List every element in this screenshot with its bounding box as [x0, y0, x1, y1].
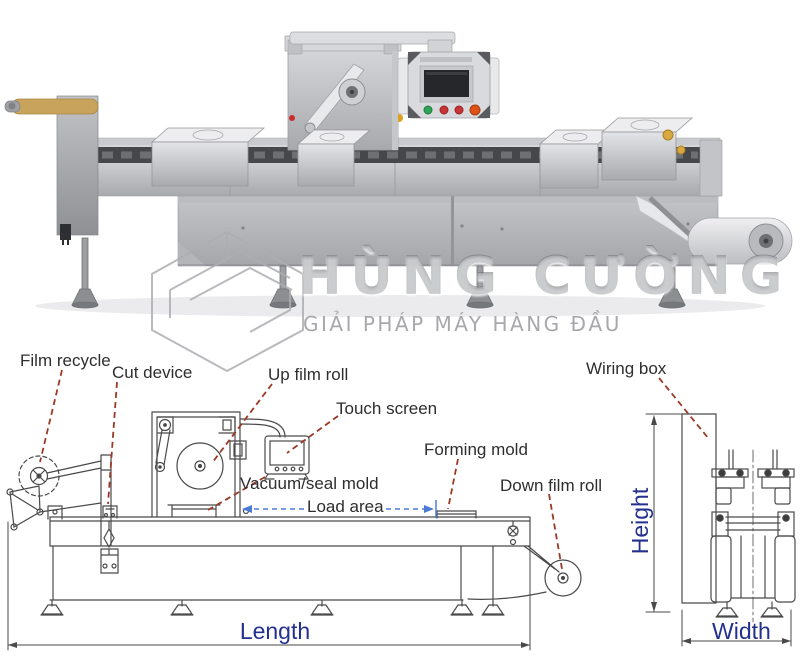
load-area-arrows	[242, 500, 437, 518]
leader-lines	[39, 369, 710, 570]
front-view-drawing	[681, 413, 796, 623]
dimension-height: Height	[627, 487, 653, 555]
down-film-roll-drawing	[467, 520, 582, 600]
touch-screen-drawing	[239, 418, 310, 480]
label-film-recycle: Film recycle	[20, 351, 111, 370]
leader-cut-device	[107, 381, 118, 505]
brand-watermark: HÙNG CƯỜNG	[298, 247, 792, 307]
label-touch-screen: Touch screen	[336, 399, 438, 418]
dimension-length: Length	[239, 618, 311, 644]
dimension-width: Width	[712, 618, 771, 644]
dimension-lines	[7, 413, 792, 651]
label-forming-mold: Forming mold	[424, 440, 528, 459]
orange-button[interactable]	[469, 104, 481, 116]
red-indicator	[289, 115, 295, 121]
brass-roller	[11, 98, 99, 115]
control-panel	[289, 31, 500, 119]
film-recycle-drawing	[6, 454, 112, 546]
side-view-feet	[40, 599, 505, 616]
green-button[interactable]	[423, 105, 433, 115]
left-wing	[4, 95, 99, 245]
label-load-area: Load area	[307, 497, 384, 516]
leader-forming-mold	[447, 458, 459, 510]
technical-drawing	[6, 411, 796, 651]
label-vacuum-seal-mold: Vacuum/seal mold	[240, 474, 379, 493]
label-wiring-box: Wiring box	[586, 359, 667, 378]
side-view-bed	[47, 505, 531, 603]
leader-up-film-roll	[211, 383, 273, 464]
up-film-roll-drawing	[151, 411, 250, 518]
mold-covers	[150, 117, 694, 189]
leader-vacuum-seal-mold	[207, 476, 266, 511]
label-down-film-roll: Down film roll	[500, 476, 603, 495]
red-button-1[interactable]	[439, 105, 449, 115]
floor-shadow	[35, 295, 765, 317]
brand-tagline: GIẢI PHÁP MÁY HÀNG ĐẦU	[303, 312, 622, 336]
leader-down-film-roll	[548, 493, 563, 570]
label-cut-device: Cut device	[112, 363, 193, 382]
forming-mold-drawing	[436, 510, 477, 519]
machine-photo	[4, 31, 793, 373]
brand-logo	[151, 230, 304, 373]
wiring-box-drawing	[681, 413, 717, 604]
label-up-film-roll: Up film roll	[268, 365, 349, 384]
power-switch	[60, 224, 71, 240]
leader-film-recycle	[39, 369, 63, 463]
right-film-roll	[635, 129, 793, 265]
red-button-2[interactable]	[454, 105, 464, 115]
cut-device-drawing	[100, 505, 119, 574]
leader-wiring-box	[658, 377, 710, 440]
leader-touch-screen	[286, 415, 339, 454]
